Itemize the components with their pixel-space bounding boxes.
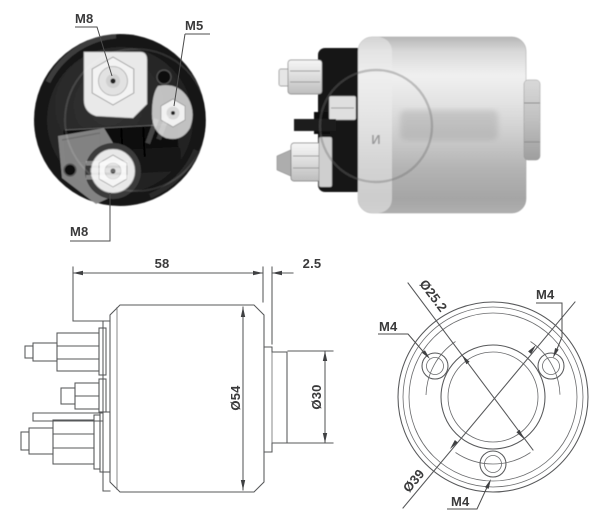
dim-length-58: 58 — [155, 256, 170, 271]
boss-circle — [440, 344, 546, 450]
dim-body-diameter: Ø54 — [228, 385, 243, 411]
drawn-spade-tab — [32, 412, 104, 422]
mounting-hole-right — [537, 352, 565, 380]
cylinder-front-rim — [358, 37, 392, 213]
body-outline — [109, 304, 265, 493]
side-photo-bolt-top — [278, 59, 323, 95]
dim-boss-diameter: Ø30 — [309, 384, 324, 409]
leader-m5 — [173, 33, 210, 107]
photo-terminal-end-view: M8 M5 M8 — [34, 11, 210, 242]
flange-outer-circle — [397, 301, 589, 493]
drawn-terminal-m8-bottom — [20, 411, 111, 473]
bolt-circle-arc-bottom — [455, 452, 531, 465]
leader-m4-right — [536, 302, 563, 355]
cap-hole-right — [156, 69, 172, 85]
dim-bore-diameter: Ø25.2 — [416, 277, 450, 315]
rear-boss — [263, 346, 288, 453]
cap-hole-left — [63, 163, 77, 177]
photo-solenoid-side: И — [276, 36, 541, 214]
bolt-circle-arc-right — [530, 341, 561, 395]
terminal-m8-top — [91, 56, 135, 106]
drawing-front-view: Ø25.2 Ø39 M4 M4 M4 — [378, 277, 589, 510]
cylinder-rear-ridges — [523, 79, 541, 161]
label-m8-bottom: M8 — [70, 224, 88, 239]
label-m5: M5 — [185, 18, 203, 33]
bore-circle — [447, 351, 539, 443]
side-photo-bolt-bottom — [276, 136, 333, 188]
leader-m4-left — [378, 333, 428, 357]
label-m8-top: M8 — [75, 11, 93, 26]
cap-rim-highlight — [45, 33, 117, 84]
watermark-left-photo — [64, 48, 208, 192]
bolt-circle-arc-left — [425, 341, 456, 396]
label-m4-left: M4 — [379, 319, 398, 334]
drawn-terminal-m8-top — [24, 327, 107, 376]
dim-bolt-circle: Ø39 — [400, 466, 428, 495]
side-photo-spade-tab — [294, 119, 336, 131]
leader-m4-bottom — [447, 482, 490, 510]
label-m4-bottom: M4 — [451, 494, 470, 509]
mounting-hole-bottom — [479, 450, 507, 478]
watermark-blurred-text — [400, 110, 498, 140]
watermark-glyph: И — [371, 132, 381, 147]
label-m4-right: M4 — [536, 287, 555, 302]
watermark-right-photo: И — [318, 68, 498, 184]
leader-m8-bottom — [70, 193, 111, 242]
mounting-hole-left — [421, 352, 449, 380]
drawing-side-view: 58 2.5 Ø54 Ø30 — [20, 256, 334, 493]
front-cap-plate — [102, 320, 111, 492]
drawn-terminal-m5 — [60, 378, 107, 413]
dim-rear-2-5: 2.5 — [303, 256, 322, 271]
leader-m8-top — [75, 26, 113, 77]
side-photo-nut-middle — [328, 95, 357, 121]
